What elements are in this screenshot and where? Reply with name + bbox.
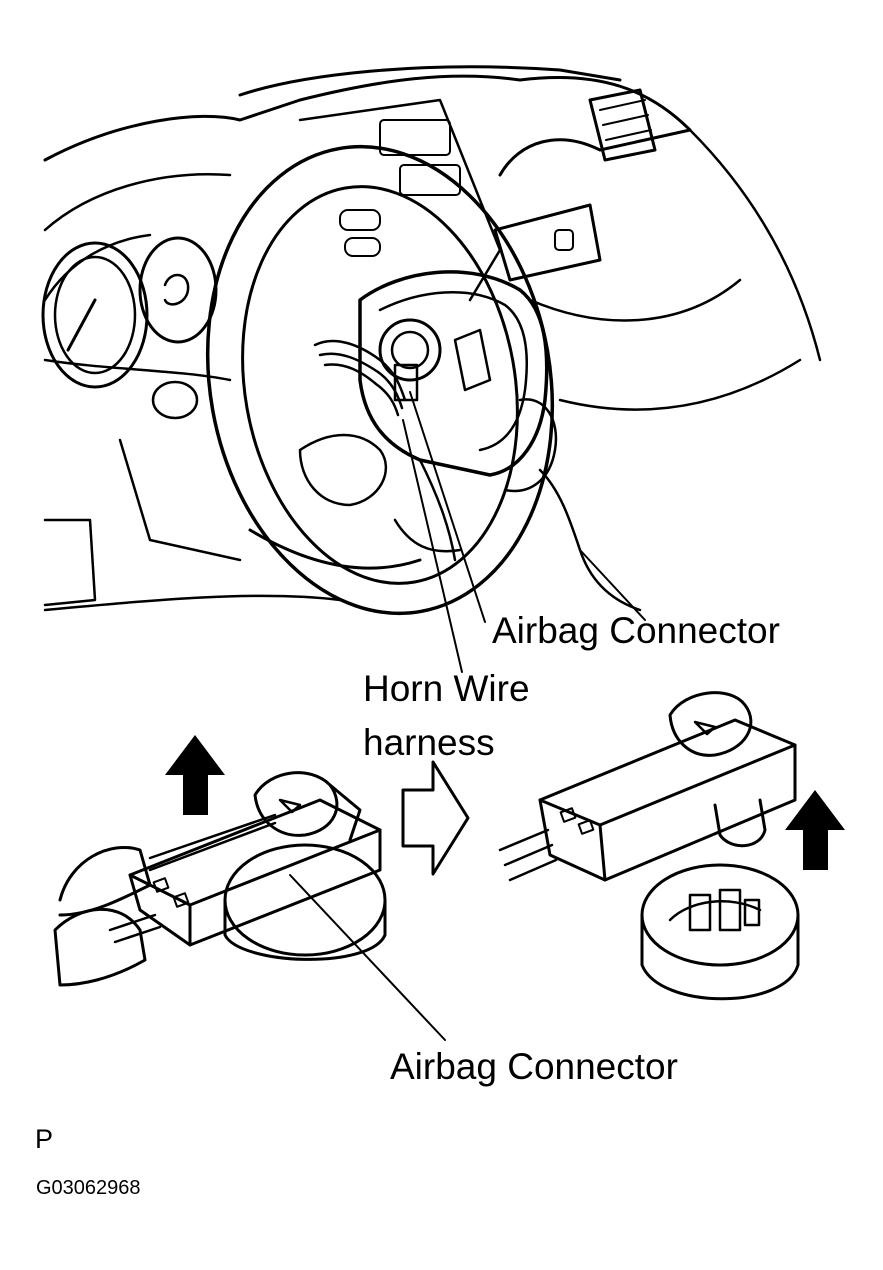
step-arrow bbox=[401, 760, 470, 876]
horn-wire-label-line2: harness bbox=[363, 722, 495, 763]
figure-id: G03062968 bbox=[36, 1177, 141, 1199]
right-arrow-icon bbox=[401, 760, 470, 876]
airbag-connector-label-bottom: Airbag Connector bbox=[390, 1046, 678, 1087]
callout-leaders-top bbox=[402, 391, 646, 673]
horn-wire-label-line1: Horn Wire bbox=[363, 668, 530, 709]
airbag-module bbox=[313, 270, 642, 612]
connector-release-illustration bbox=[53, 735, 446, 1041]
dashboard-illustration bbox=[41, 65, 822, 612]
lift-arrow-left-icon bbox=[165, 735, 225, 815]
page-letter: P bbox=[35, 1124, 54, 1154]
connector-removed-illustration bbox=[498, 691, 845, 1001]
airbag-connector-label-top: Airbag Connector bbox=[492, 610, 780, 651]
lift-arrow-right-icon bbox=[785, 790, 845, 870]
horn-wire-harness-label: Horn Wire harness bbox=[363, 662, 530, 770]
